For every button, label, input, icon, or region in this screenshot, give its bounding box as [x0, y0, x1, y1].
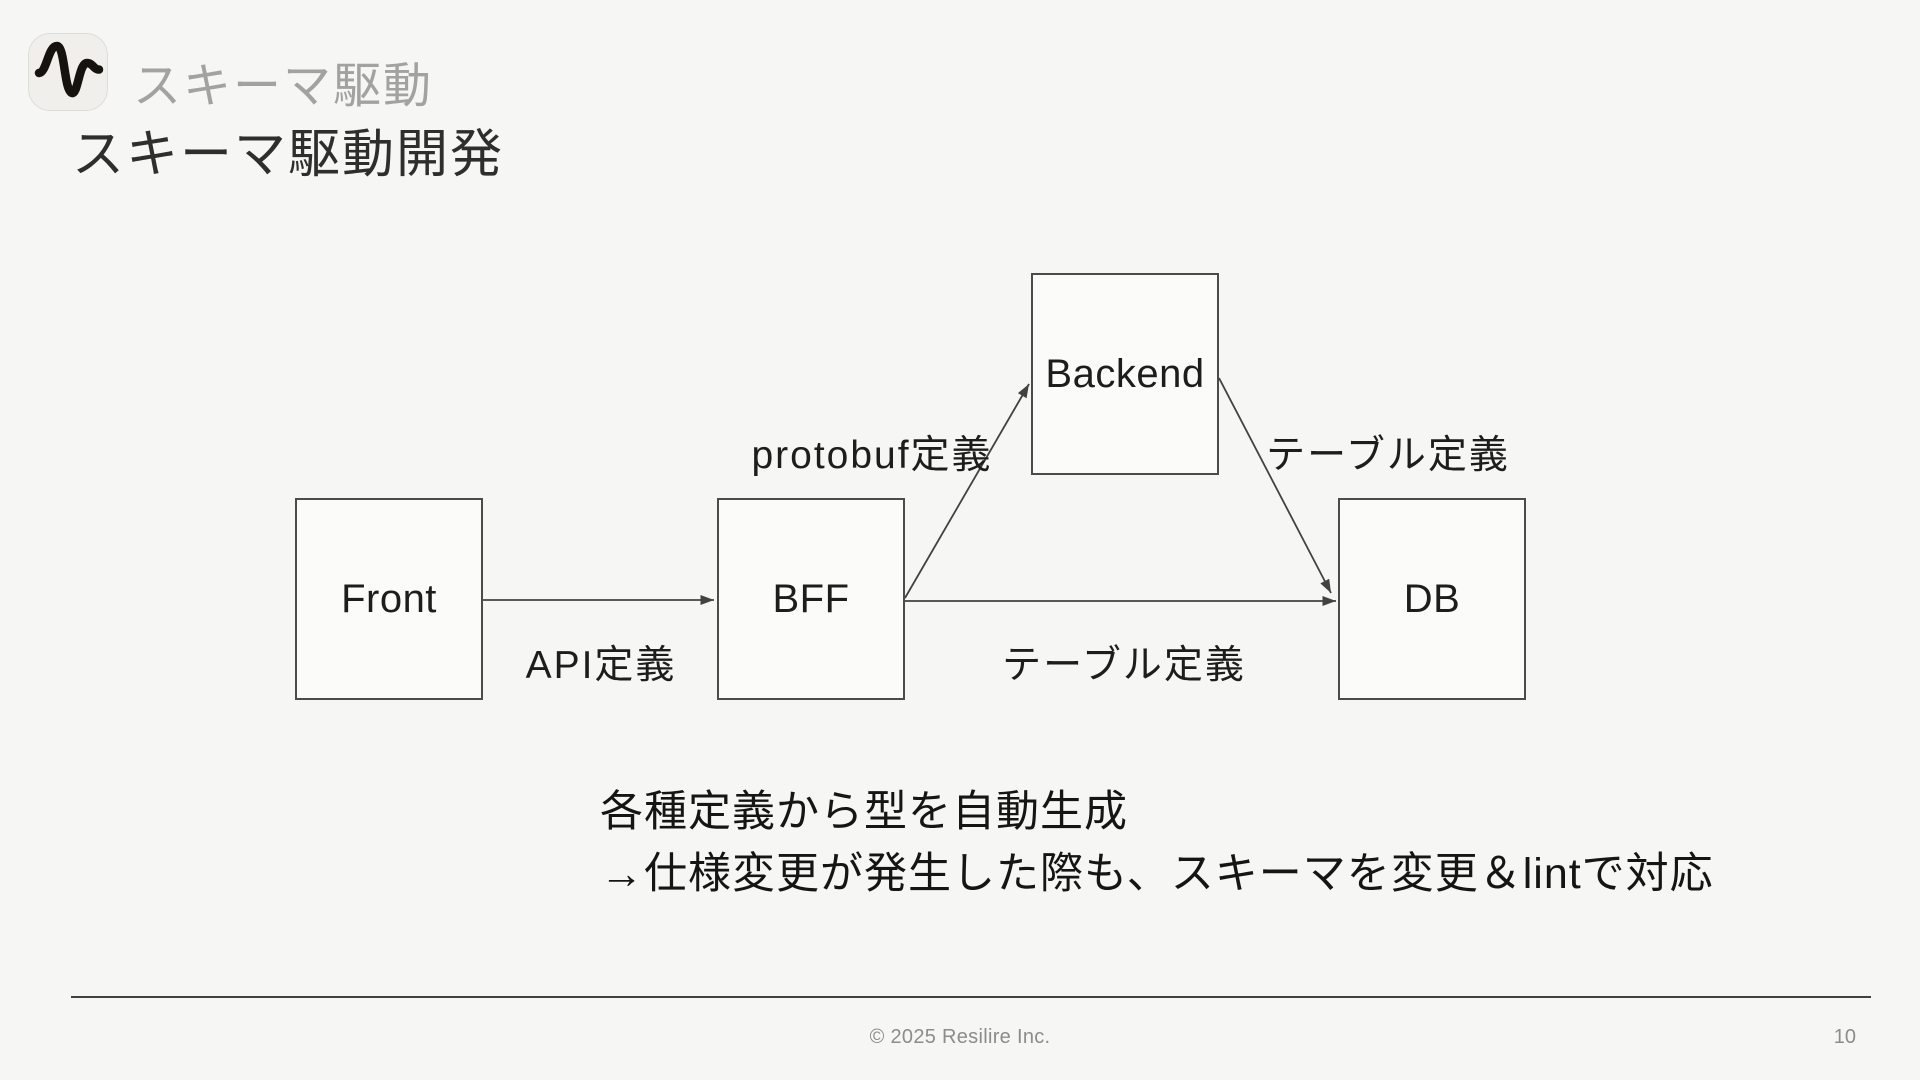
node-label: BFF — [772, 576, 850, 621]
waveform-icon — [28, 31, 108, 114]
arrow-bff-to-backend — [904, 383, 1030, 599]
edge-label-table-definition-bottom: テーブル定義 — [1002, 644, 1246, 687]
copyright-text: © 2025 Resilire Inc. — [869, 1026, 1051, 1048]
summary-line-1: 各種定義から型を自動生成 — [600, 788, 1128, 836]
slide-kicker: スキーマ駆動 — [133, 60, 434, 113]
page-title: スキーマ駆動開発 — [72, 126, 505, 184]
app-logo — [28, 33, 108, 111]
node-label: Backend — [1045, 351, 1205, 396]
diagram-node-db: DB — [1338, 498, 1526, 700]
summary-text: 各種定義から型を自動生成 →仕様変更が発生した際も、スキーマを変更＆lintで対… — [600, 781, 1714, 905]
page-number: 10 — [1833, 1026, 1856, 1048]
footer-divider — [71, 996, 1871, 998]
diagram-node-bff: BFF — [717, 498, 905, 700]
diagram-node-backend: Backend — [1031, 273, 1219, 475]
arrow-backend-to-db — [1218, 377, 1332, 594]
node-label: DB — [1403, 576, 1461, 621]
diagram-node-front: Front — [295, 498, 483, 700]
node-label: Front — [341, 576, 437, 621]
edge-label-protobuf-definition: protobuf定義 — [751, 434, 993, 477]
edge-label-api-definition: API定義 — [525, 644, 677, 687]
edge-label-table-definition-top: テーブル定義 — [1266, 434, 1510, 477]
summary-line-2: →仕様変更が発生した際も、スキーマを変更＆lintで対応 — [600, 850, 1714, 898]
